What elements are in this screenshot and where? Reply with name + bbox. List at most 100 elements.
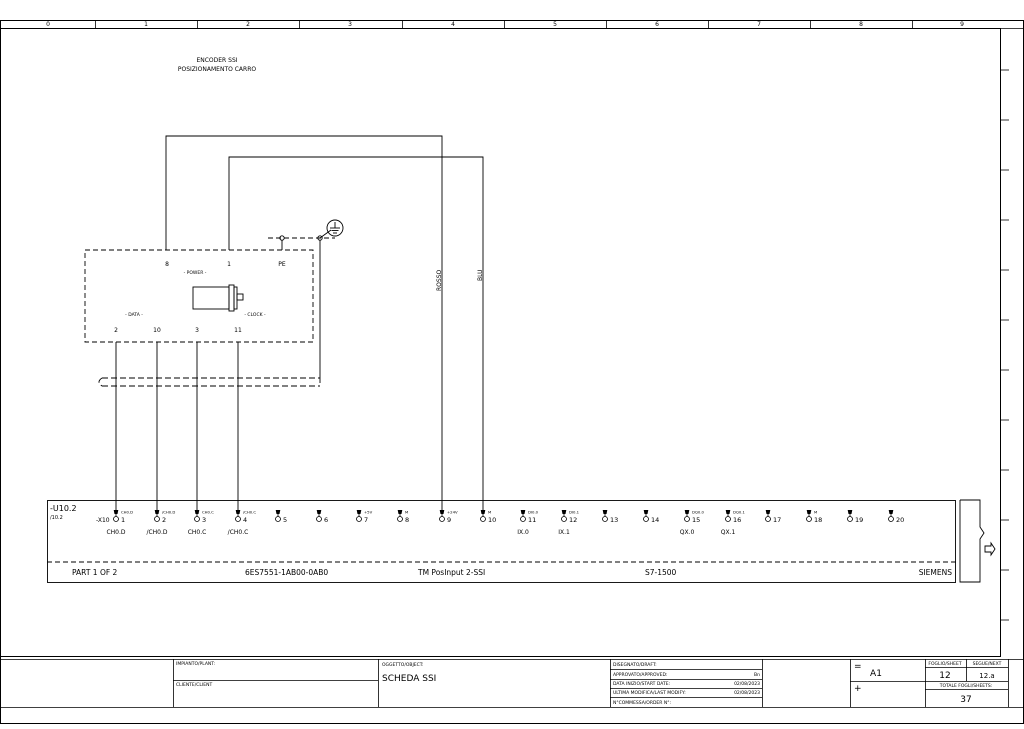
grid-col-1: 1 [144,21,148,28]
terminal-signal: DQ0.0 [692,510,705,515]
module-tag: -U10.2 [50,504,77,513]
encoder-pin-3: 3 [195,327,199,334]
terminal-marker [520,510,526,514]
sheet-value: 12 [939,671,950,681]
plant-label: IMPIANTO/PLANT: [176,661,215,667]
terminal: 5 [275,510,287,524]
terminal-number: 16 [733,516,741,524]
encoder-box [84,249,314,343]
start-date-label: DATA INIZIO/START DATE: [613,681,670,687]
page-continue-icon [959,499,996,583]
terminal-circle [765,516,771,522]
encoder-clock-label: - CLOCK - [244,312,266,318]
object-label: OGGETTO/OBJECT: [382,662,424,668]
encoder-power-label: - POWER - [184,270,207,276]
terminal-circle [806,516,812,522]
terminal: 17 [765,510,781,524]
terminal-signal: DQ0.1 [733,510,746,515]
terminal-signal: CH0.C [202,510,214,515]
terminal: 7+5V [356,510,373,524]
terminal-number: 2 [162,516,166,524]
grid-col-5: 5 [553,21,557,28]
terminal-signal: DI0.0 [528,510,539,515]
terminal-function: /CH0.D [146,529,167,536]
terminal-marker [194,510,200,514]
terminal-signal: M [405,510,408,515]
terminal-marker [397,510,403,514]
terminal: 6 [316,510,328,524]
terminal-circle [480,516,486,522]
encoder-symbol [192,284,244,312]
total-label: TOTALE FOGLI/SHEETS: [939,683,993,689]
module-part: PART 1 OF 2 [72,568,118,577]
eq-value: A1 [870,669,882,679]
terminal-number: 10 [488,516,496,524]
sheet-frame [0,20,1024,724]
terminal-function: QX.1 [721,529,736,536]
terminal-signal: DI0.1 [569,510,580,515]
terminal-signal: +24V [447,510,458,515]
terminal-circle [154,516,160,522]
draft-label: DISEGNATO/DRAFT: [613,662,657,668]
power-wires [165,135,484,510]
terminal-marker [480,510,486,514]
terminal-circle [235,516,241,522]
terminal: 10M [480,510,496,524]
title-block [0,659,1024,708]
terminal: 20 [888,510,904,524]
terminal-number: 8 [405,516,409,524]
terminal-marker [275,510,281,514]
row-ticks [1001,69,1009,621]
terminal-function: CH0.C [188,529,207,536]
terminal-marker [684,510,690,514]
cable-shield [98,377,320,387]
ground-icon [326,219,344,237]
encoder-subtitle: POSIZIONAMENTO CARRO [178,66,256,73]
modify-date-label: ULTIMA MODIFICA/LAST MODIFY: [613,690,686,696]
terminal-number: 3 [202,516,206,524]
encoder-pin-8: 8 [165,261,169,268]
terminal-marker [806,510,812,514]
terminal-number: 19 [855,516,863,524]
terminal-marker [235,510,241,514]
terminal-number: 15 [692,516,700,524]
terminal-circle [356,516,362,522]
terminal-circle [275,516,281,522]
start-date-value: 02/08/2023 [734,681,760,687]
terminal-number: 13 [610,516,618,524]
terminal-signal: +5V [364,510,373,515]
title-block-text: IMPIANTO/PLANT: CLIENTE/CLIENT OGGETTO/O… [176,661,1002,706]
terminal-marker [356,510,362,514]
terminal-signal: /CH0.C [243,510,256,515]
terminal-circle [520,516,526,522]
terminal-marker [154,510,160,514]
encoder-title: ENCODER SSI [196,57,237,64]
terminal-marker [725,510,731,514]
terminal-number: 20 [896,516,904,524]
grid-col-8: 8 [859,21,863,28]
client-label: CLIENTE/CLIENT [176,682,212,688]
terminal-number: 4 [243,516,247,524]
encoder-pin-pe: PE [278,261,286,268]
terminal-marker [561,510,567,514]
terminal-circle [439,516,445,522]
terminal-circle [725,516,731,522]
order-label: N°COMMESSA/ORDER N°: [613,700,671,706]
grid-col-2: 2 [246,21,250,28]
terminal-marker [888,510,894,514]
terminal-function: IX.0 [517,529,529,536]
terminal-signal: /CH0.D [162,510,175,515]
terminal-marker [439,510,445,514]
terminal-function: IX.1 [558,529,570,536]
terminal: 8M [397,510,409,524]
approved-value: Bn [754,672,760,678]
encoder-pin-1: 1 [227,261,231,268]
plus-symbol: + [854,684,862,694]
terminal: 19 [847,510,863,524]
